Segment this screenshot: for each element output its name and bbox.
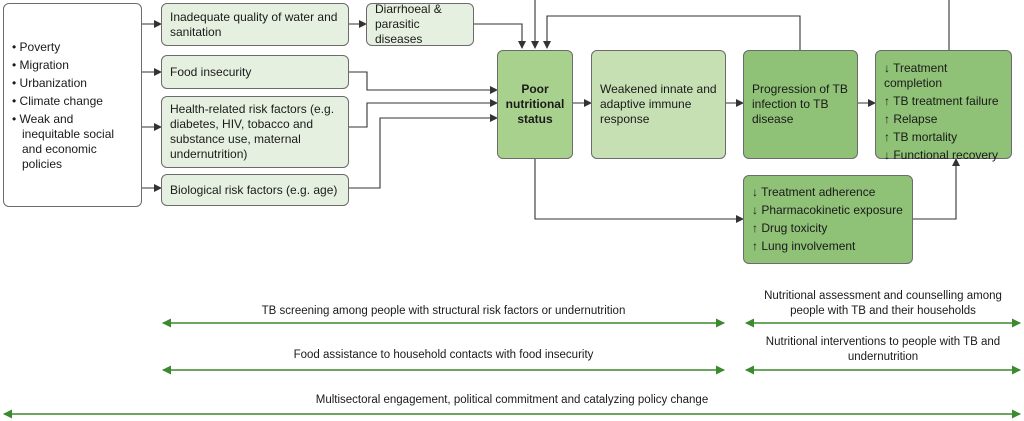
treatment-effects-box: ↓ Treatment adherence ↓ Pharmacokinetic … xyxy=(743,175,913,264)
outcome-item: ↑ TB mortality xyxy=(884,130,958,144)
risk-biological-label: Biological risk factors (e.g. age) xyxy=(170,182,338,197)
social-determinant-label: Climate change xyxy=(19,94,103,108)
treatment-effect-item: ↓ Pharmacokinetic exposure xyxy=(752,203,903,217)
intervention-nutritional-label: Nutritional interventions to people with… xyxy=(765,336,1001,363)
poor-nutritional-status-label: Poor nutritional status xyxy=(505,82,565,126)
outcome-item: ↓ Treatment completion xyxy=(884,61,948,90)
arrow-food-to-nutrition xyxy=(349,71,498,94)
weakened-immune-label: Weakened innate and adaptive immune resp… xyxy=(600,82,717,126)
intervention-screening-label: TB screening among people with structura… xyxy=(261,305,626,317)
diarrhoeal-diseases-box: Diarrhoeal & parasitic diseases xyxy=(366,2,474,46)
progression-label: Progression of TB infection to TB diseas… xyxy=(752,82,848,126)
weakened-immune-box: Weakened innate and adaptive immune resp… xyxy=(591,50,726,159)
risk-water-sanitation-box: Inadequate quality of water and sanitati… xyxy=(161,3,349,46)
progression-box: Progression of TB infection to TB diseas… xyxy=(743,50,858,159)
social-determinants-box: • Poverty • Migration • Urbanization • C… xyxy=(3,3,142,207)
social-determinants-list: • Poverty • Migration • Urbanization • C… xyxy=(12,40,133,172)
risk-health-related-box: Health-related risk factors (e.g. diabet… xyxy=(161,96,349,168)
treatment-effect-item: ↑ Lung involvement xyxy=(752,239,856,253)
risk-biological-box: Biological risk factors (e.g. age) xyxy=(161,174,349,206)
risk-health-related-label: Health-related risk factors (e.g. diabet… xyxy=(170,102,335,161)
social-determinant-item: • Migration xyxy=(12,58,69,72)
outcome-item: ↑ Relapse xyxy=(884,112,938,126)
outcomes-box: ↓ Treatment completion ↑ TB treatment fa… xyxy=(875,50,1012,162)
outcome-item: ↓ Functional recovery xyxy=(884,148,999,162)
risk-food-insecurity-box: Food insecurity xyxy=(161,55,349,89)
arrow-nutrition-to-treatment-effects xyxy=(534,159,744,223)
intervention-multisectoral-label: Multisectoral engagement, political comm… xyxy=(315,394,709,406)
social-determinant-label: Urbanization xyxy=(19,76,87,90)
social-determinant-item: • Urbanization xyxy=(12,76,87,90)
risk-food-insecurity-label: Food insecurity xyxy=(170,64,252,79)
arrow-biological-to-nutrition xyxy=(349,114,498,189)
arrow-treatment-effects-to-outcomes xyxy=(913,158,960,220)
social-determinant-item: • Poverty xyxy=(12,40,61,54)
arrow-health-to-nutrition xyxy=(349,99,498,128)
treatment-effects-list: ↓ Treatment adherence ↓ Pharmacokinetic … xyxy=(752,185,904,254)
social-determinant-item: • Climate change xyxy=(12,94,103,108)
social-determinant-item: • Weak and inequitable social and econom… xyxy=(12,112,115,171)
diarrhoeal-diseases-label: Diarrhoeal & parasitic diseases xyxy=(375,2,442,46)
treatment-effect-item: ↓ Treatment adherence xyxy=(752,185,876,199)
poor-nutritional-status-box: Poor nutritional status xyxy=(497,50,573,159)
arrow-diarrhoeal-to-nutrition xyxy=(474,23,526,49)
intervention-assessment-label: Nutritional assessment and counselling a… xyxy=(764,290,1002,317)
treatment-effect-item: ↑ Drug toxicity xyxy=(752,221,828,235)
outcomes-list: ↓ Treatment completion ↑ TB treatment fa… xyxy=(884,61,1003,163)
arrow-progression-feedback xyxy=(543,15,801,50)
intervention-food-assistance-label: Food assistance to household contacts wi… xyxy=(293,349,594,361)
risk-water-sanitation-label: Inadequate quality of water and sanitati… xyxy=(170,9,338,39)
social-determinant-label: Poverty xyxy=(19,40,61,54)
social-determinant-label: Migration xyxy=(19,58,69,72)
outcome-item: ↑ TB treatment failure xyxy=(884,94,999,108)
social-determinant-label: Weak and inequitable social and economic… xyxy=(19,112,115,171)
